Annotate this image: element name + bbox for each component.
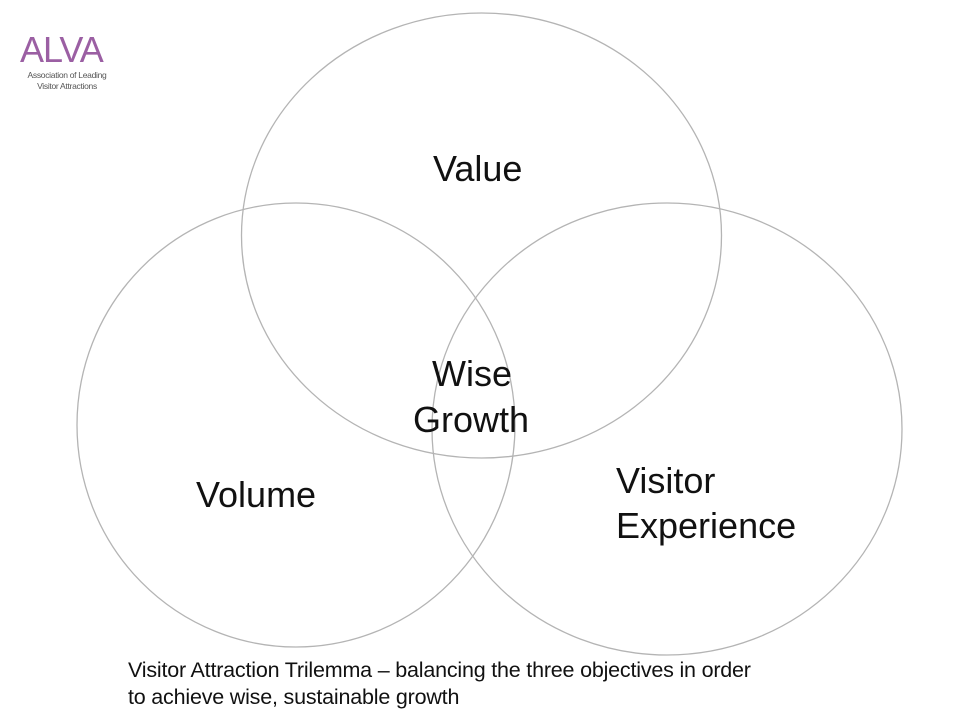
venn-circle-visitor-experience (431, 202, 903, 656)
label-volume: Volume (196, 474, 316, 515)
label-value: Value (433, 148, 522, 189)
caption-line2: to achieve wise, sustainable growth (128, 685, 460, 709)
logo-subtitle-line1: Association of Leading (27, 70, 107, 80)
label-visitor-experience-line1: Visitor (616, 460, 715, 501)
label-visitor-experience-line2: Experience (616, 505, 796, 546)
logo-subtitle-line2: Visitor Attractions (37, 81, 97, 91)
label-wise-growth-line1: Wise (432, 353, 512, 394)
alva-logo: ALVA Association of Leading Visitor Attr… (20, 30, 122, 92)
logo-mark: ALVA (20, 29, 104, 70)
venn-circle-volume (76, 202, 516, 648)
venn-circle-value (240, 12, 723, 459)
diagram-caption: Visitor Attraction Trilemma – balancing … (128, 657, 928, 711)
label-wise-growth-line2: Growth (413, 399, 529, 440)
caption-line1: Visitor Attraction Trilemma – balancing … (128, 658, 751, 682)
